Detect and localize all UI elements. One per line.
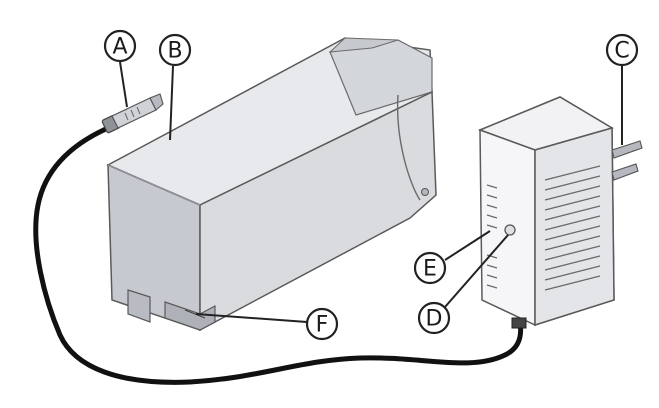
charging-case-b [106, 37, 437, 332]
callout-f: F [305, 307, 339, 341]
leader-a [119, 61, 128, 108]
leader-f [195, 313, 308, 323]
callout-a: A [103, 29, 137, 63]
callout-d: D [417, 301, 451, 335]
callout-f-label: F [316, 313, 329, 338]
callout-a-label: A [112, 35, 127, 60]
leader-b [169, 65, 174, 141]
leader-e [444, 230, 491, 261]
callout-e-label: E [423, 257, 437, 282]
callout-b: B [158, 33, 192, 67]
power-adapter [477, 96, 643, 329]
callout-d-label: D [426, 307, 443, 332]
callout-c: C [605, 33, 639, 67]
callout-b-label: B [167, 39, 182, 64]
callout-e: E [413, 251, 447, 285]
leader-d [444, 234, 509, 308]
plug-a [101, 93, 164, 134]
power-cable [33, 125, 524, 385]
callout-c-label: C [614, 39, 629, 64]
